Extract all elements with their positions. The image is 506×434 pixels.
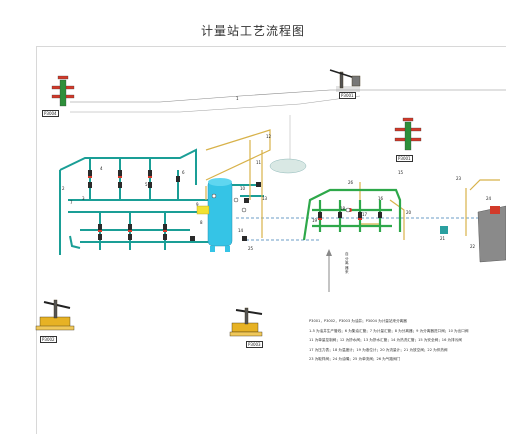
legend-line: P3001，P3002，P3003 为油井；P3004 为计量站来分离器: [309, 319, 407, 323]
right-vessel: [440, 205, 506, 263]
pipe-number: 16: [378, 196, 384, 201]
pipe-number: 10: [240, 186, 246, 191]
pipe-number: 3: [82, 196, 85, 201]
teal-manifold: [59, 148, 264, 255]
well-label-p3002: P3002: [40, 336, 57, 343]
pipe-number: 7: [70, 200, 73, 205]
pipe-number: 12: [266, 134, 272, 139]
pipe-number: 25: [248, 246, 254, 251]
separator-tank-icon: [196, 178, 233, 252]
dashed-flow-lines: [236, 217, 500, 241]
pipe-number: 19: [312, 218, 318, 223]
page-title: 计量站工艺流程图: [200, 24, 305, 38]
well-label-p3001b: P3001: [396, 155, 413, 162]
pipe-number: 18: [340, 206, 346, 211]
pipe-number: 17: [362, 212, 368, 217]
pipe-number: 9: [196, 202, 199, 207]
main-trunk-line: [70, 89, 506, 103]
pipe-number: 2: [62, 186, 65, 191]
pipe-number: 5: [145, 182, 148, 187]
legend-line: 17 为压力表；18 为温度计；19 为液位计；20 为流量计；21 为放空阀；…: [309, 347, 448, 352]
legend-block: P3001，P3002，P3003 为油井；P3004 为计量站来分离器 1-5…: [309, 317, 506, 365]
legend-line: 1-5 为油井生产管线；6 为集油汇管；7 为计量汇管；8 为分离器；9 为分离…: [309, 328, 469, 333]
legend-line: 23 为取样阀；24 为油嘴；25 为单流阀；26 为气路阀门: [309, 357, 401, 361]
legend-line: 11 为单量控制阀；12 为掺水阀；13 为掺水汇管；14 为热洗汇管；15 为…: [309, 338, 462, 342]
pipe-number: 15: [398, 170, 404, 175]
pipe-number: 11: [256, 160, 262, 165]
well-label-p3001: P3001: [339, 92, 356, 99]
drawing-frame: [36, 46, 506, 434]
pipe-number: 21: [440, 236, 446, 241]
gas-vessel: [269, 158, 307, 174]
valve-icon: [88, 170, 382, 241]
wellhead-tree-icon: [51, 75, 422, 151]
pumpjack-pad-top: [336, 86, 360, 92]
well-label-p3003: P3003: [246, 341, 263, 348]
pipe-number: 20: [406, 210, 412, 215]
pipe-number: 13: [262, 196, 268, 201]
pipe-number: 24: [486, 196, 492, 201]
pipe-number: 22: [470, 244, 476, 249]
pipe-number: 26: [348, 180, 354, 185]
flow-note: 自分离器来: [345, 252, 349, 274]
pipe-number: 4: [100, 166, 103, 171]
pipe-number: 23: [456, 176, 462, 181]
gold-pipes: [205, 129, 500, 240]
flow-arrow-icon: [326, 249, 332, 292]
well-label-p3004: P3004: [42, 110, 59, 117]
gauge-icon: [211, 193, 351, 213]
pipe-number: 8: [200, 220, 203, 225]
pumpjack-icon: [35, 69, 361, 337]
pipe-number: 14: [238, 228, 244, 233]
trunk-line-2: [70, 95, 361, 113]
pipe-number: 1: [236, 96, 239, 101]
pipe-number: 6: [182, 170, 185, 175]
